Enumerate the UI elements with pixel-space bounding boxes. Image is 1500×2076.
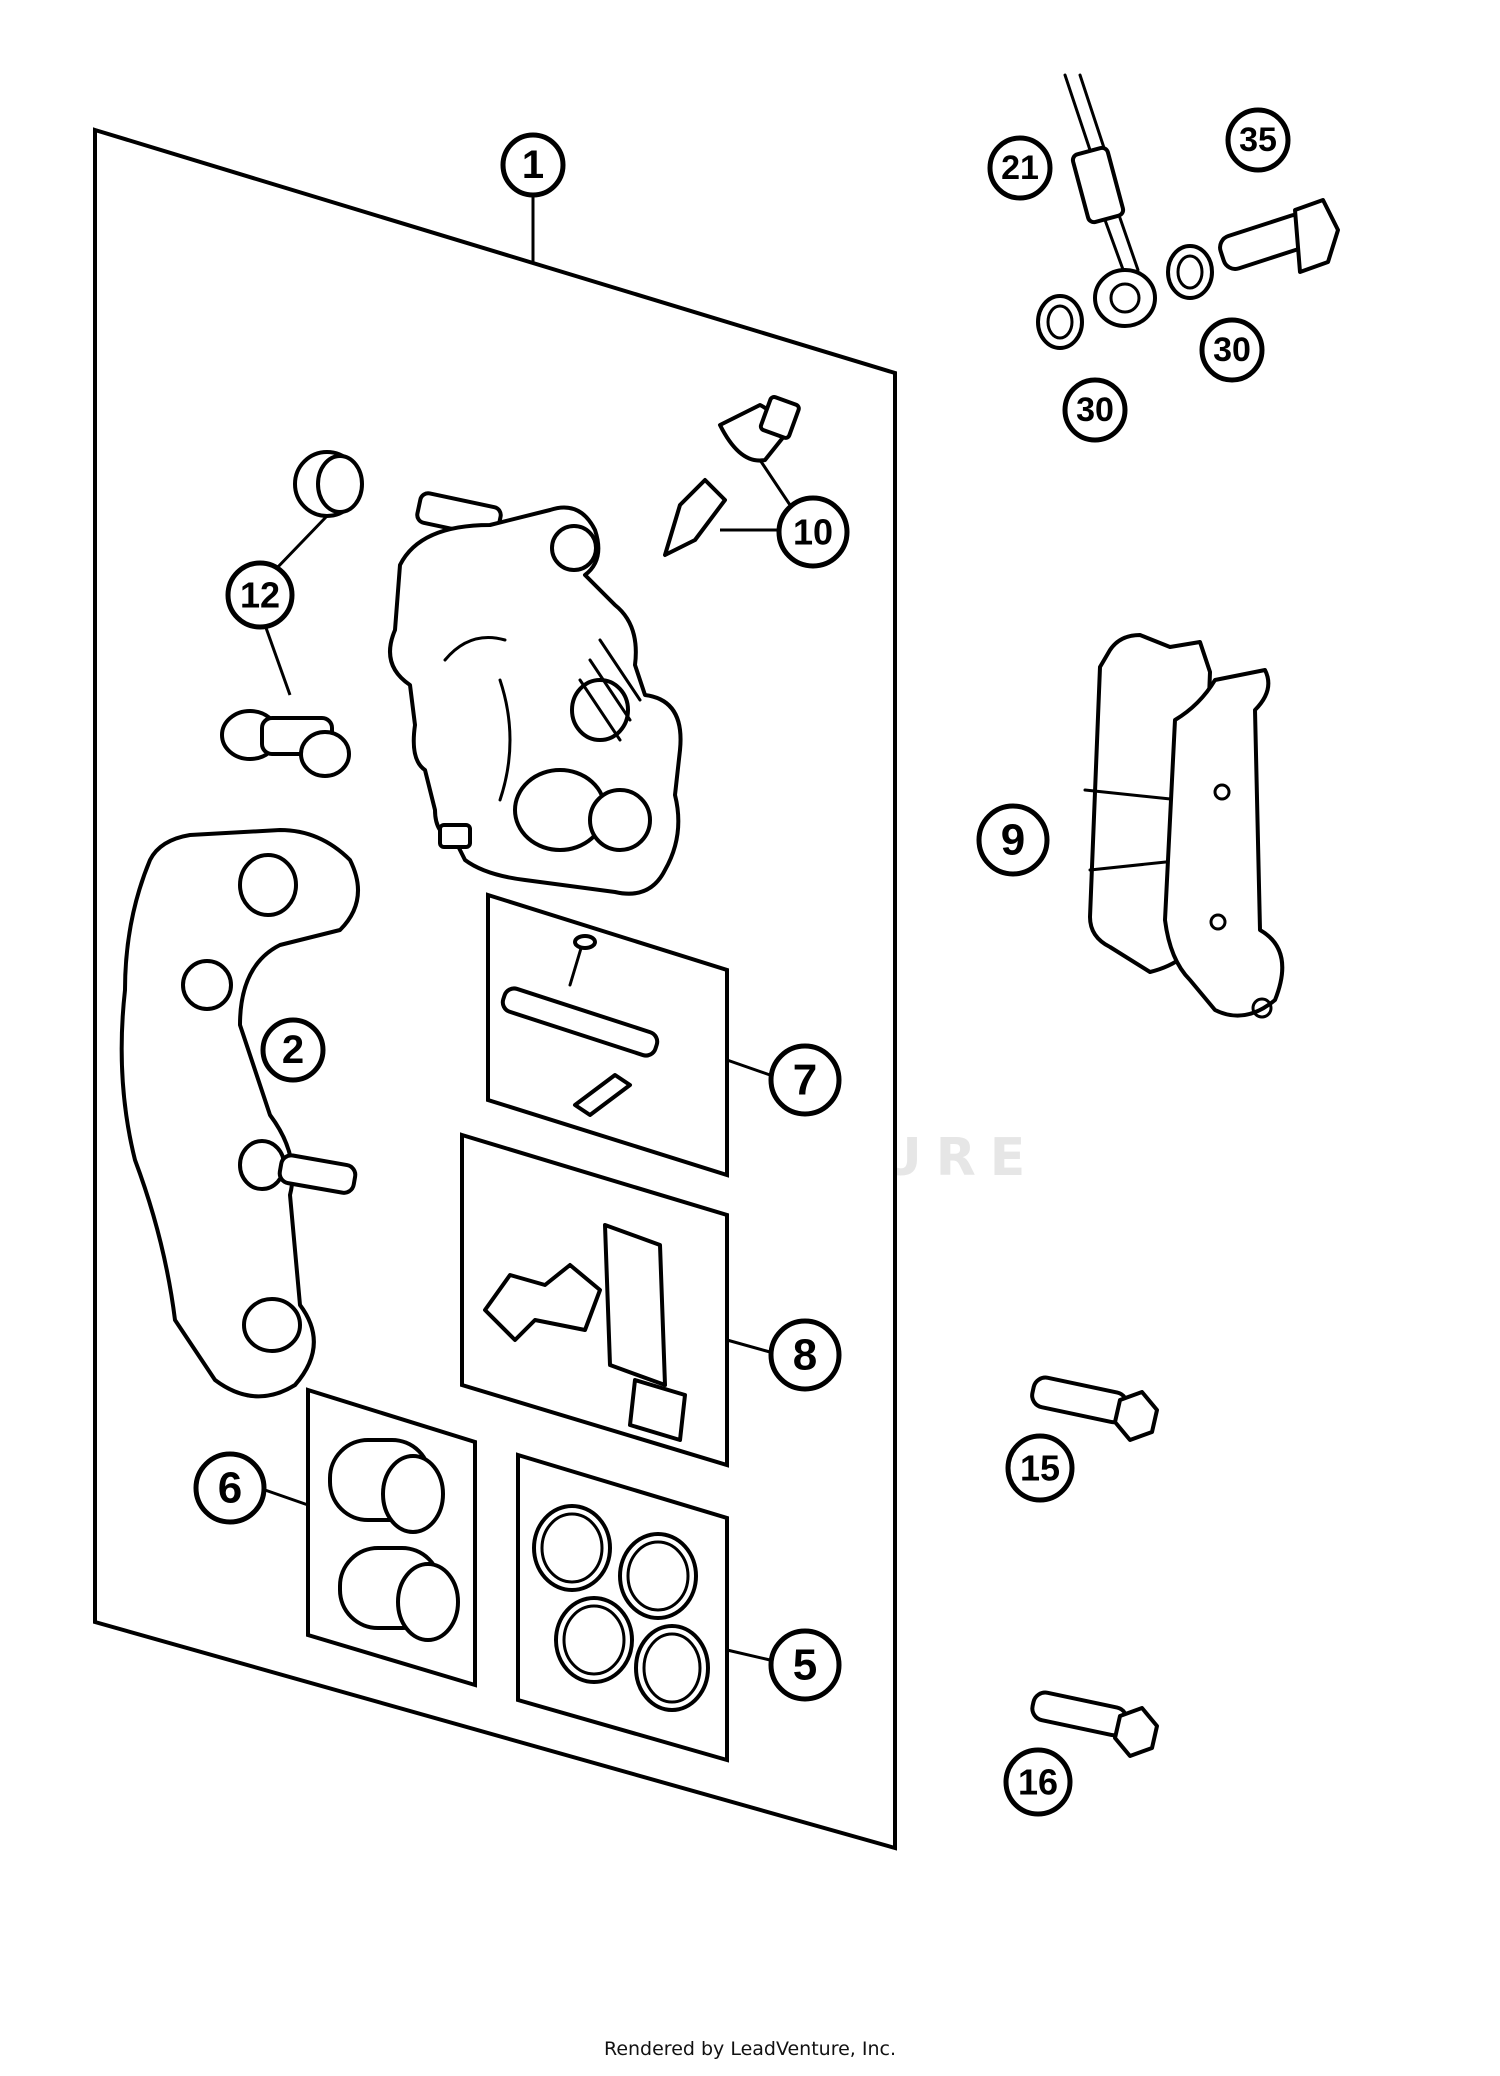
callout-30a-label: 30 (1076, 391, 1114, 429)
callout-35-label: 35 (1239, 121, 1277, 159)
callout-9: 9 (976, 803, 1050, 877)
callout-8-label: 8 (793, 1331, 817, 1380)
callout-16-label: 16 (1018, 1762, 1058, 1803)
part-9-brake-pads (1083, 633, 1285, 1019)
callout-16: 16 (1003, 1747, 1073, 1817)
part-16-bolt (1030, 1690, 1159, 1758)
callout-8: 8 (768, 1318, 842, 1392)
part-12-bleeder-caps (220, 450, 364, 778)
callout-12-label: 12 (240, 575, 280, 616)
brake-line-assembly (1036, 73, 1340, 350)
callout-2: 2 (260, 1017, 326, 1083)
callout-30b: 30 (1199, 317, 1265, 383)
leader-7 (726, 1058, 771, 1077)
part-2-caliper-bracket (119, 828, 360, 1399)
callout-21-label: 21 (1001, 149, 1039, 187)
callout-2-label: 2 (282, 1028, 304, 1072)
callout-15-label: 15 (1020, 1448, 1060, 1489)
callout-1-label: 1 (522, 143, 544, 187)
callout-35: 35 (1225, 107, 1291, 173)
part-6-pistons (328, 1438, 460, 1642)
part-15-bolt (1030, 1375, 1159, 1442)
render-credit: Rendered by LeadVenture, Inc. (603, 2038, 897, 2060)
callout-5: 5 (768, 1628, 842, 1702)
callout-7-label: 7 (793, 1056, 817, 1105)
callout-1: 1 (500, 132, 566, 198)
callout-6-label: 6 (218, 1464, 242, 1513)
caliper-body (388, 491, 683, 896)
part-10-bleeder-valve (663, 395, 801, 557)
leader-8 (726, 1338, 771, 1354)
part-6-panel (306, 1387, 477, 1688)
part-8-spring-set (483, 1223, 687, 1442)
callout-12: 12 (225, 560, 295, 630)
callout-10-label: 10 (793, 512, 833, 553)
callout-9-label: 9 (1001, 816, 1025, 865)
callout-15: 15 (1005, 1433, 1075, 1503)
part-7-pin-set (500, 934, 660, 1117)
callout-10: 10 (776, 495, 850, 569)
callout-7: 7 (768, 1043, 842, 1117)
leader-6 (264, 1488, 309, 1507)
callout-30a: 30 (1062, 377, 1128, 443)
callout-30b-label: 30 (1213, 331, 1251, 369)
part-5-seal-rings (532, 1504, 710, 1712)
leader-5 (726, 1648, 771, 1662)
callout-5-label: 5 (793, 1641, 817, 1690)
callout-6: 6 (193, 1451, 267, 1525)
callout-21: 21 (987, 135, 1053, 201)
